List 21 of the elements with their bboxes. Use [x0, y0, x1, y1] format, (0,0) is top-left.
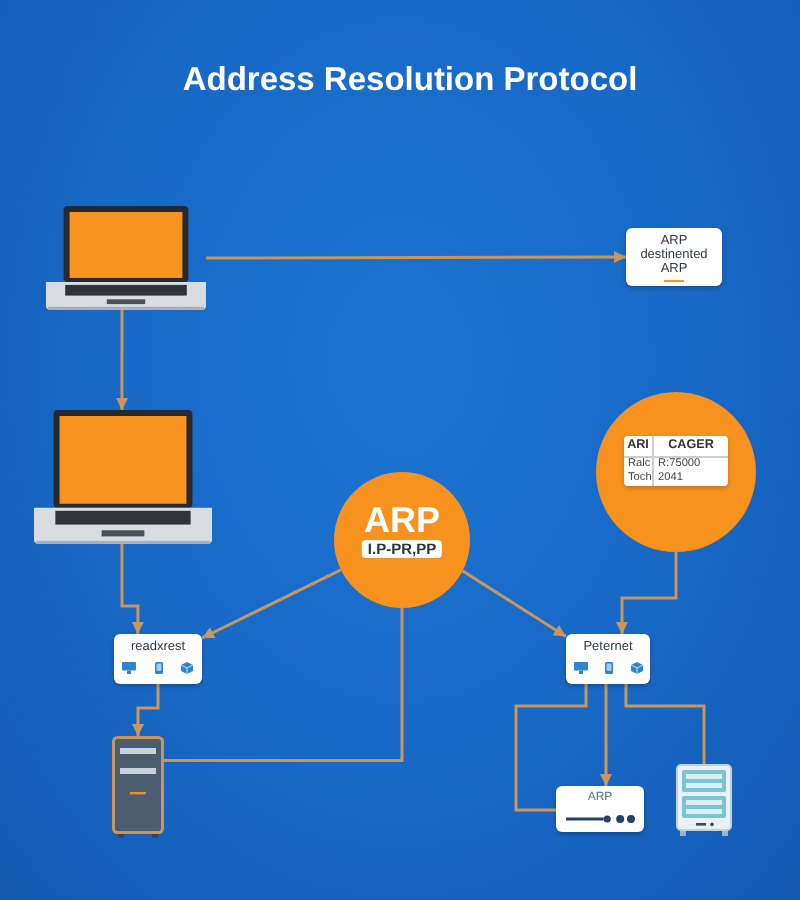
- arrow: [206, 251, 626, 264]
- router-device: [556, 786, 644, 832]
- network-switch: [114, 634, 202, 684]
- note-card: [626, 228, 722, 286]
- circle-title: ARP: [364, 502, 440, 540]
- connector-line: [164, 608, 404, 762]
- arrow: [201, 568, 342, 640]
- server-rack-icon: [676, 764, 732, 836]
- arrow: [120, 544, 144, 634]
- connector-line: [514, 684, 588, 812]
- network-switch: [566, 634, 650, 684]
- arrow: [616, 552, 678, 634]
- laptop-icon: [34, 410, 212, 544]
- server-tower-icon: [112, 736, 164, 838]
- laptop-icon: [46, 206, 206, 310]
- diagram-title: Address Resolution Protocol: [182, 62, 638, 100]
- connector-line: [624, 684, 706, 764]
- arrow: [600, 684, 612, 786]
- arrow: [115, 310, 128, 410]
- arrow: [132, 684, 160, 736]
- arrow: [461, 569, 567, 638]
